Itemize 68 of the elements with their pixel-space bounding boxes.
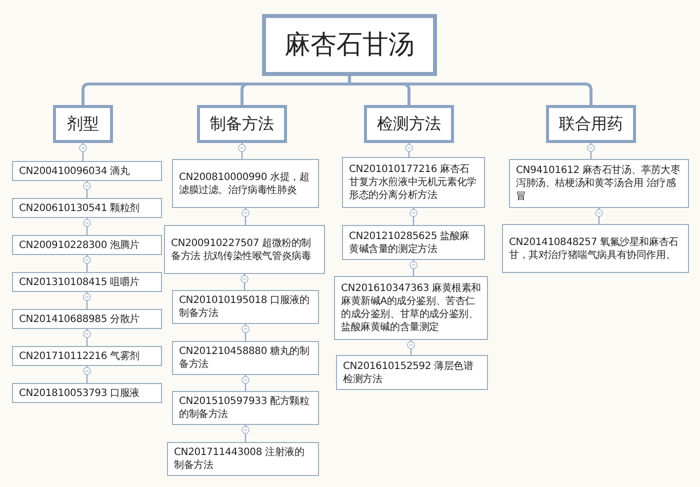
patent-box [12, 346, 162, 366]
node-text: CN200910228300 泡腾片 [19, 238, 140, 252]
node-text: 制备方法 [210, 113, 274, 135]
node-text: CN201010195018 口服液的制备方法 [179, 294, 310, 320]
connector-line [412, 260, 414, 276]
patent-box [12, 383, 162, 403]
root-topic-box [262, 14, 437, 76]
connector-line [244, 324, 246, 341]
node-text: CN201310108415 咀嚼片 [19, 276, 140, 288]
category-box [197, 105, 287, 143]
node-text: CN201810053793 口服液 [19, 386, 140, 400]
node-text: CN94101612 麻杏石甘汤、葶苈大枣泻肺汤、桔梗汤和黄芩汤合用 治疗感冒 [516, 164, 682, 203]
patent-box [12, 309, 162, 329]
connector-line [241, 143, 243, 159]
category-box [364, 105, 454, 143]
connector-line [86, 366, 88, 383]
node-text: CN200610130541 颗粒剂 [19, 202, 140, 214]
patent-box [172, 159, 319, 208]
patent-box [342, 225, 485, 260]
connector-line [86, 181, 88, 198]
node-text: CN201410848257 氧氟沙星和麻杏石甘，其对治疗猪喘气病具有协同作用。 [509, 236, 680, 262]
patent-box [336, 355, 488, 390]
patent-box [12, 272, 162, 292]
node-text: CN201010177216 麻杏石甘复方水煎液中无机元素化学形态的分离分析方法 [349, 163, 478, 202]
connector-line [86, 329, 88, 346]
connector-line [598, 208, 600, 224]
node-text: CN201410688985 分散片 [19, 312, 140, 326]
node-text: CN201610152592 薄层色谱检测方法 [343, 360, 474, 386]
connector-line [86, 255, 88, 272]
connector-line [82, 143, 84, 161]
patent-box [172, 341, 319, 375]
node-text: CN201210458880 糖丸的制备方法 [179, 345, 310, 371]
node-text: CN201610347363 麻黄根素和麻黄新碱A的成分鉴别、苦杏仁的成分鉴别、甘草的成分鉴别、盐酸麻黄碱的含量测定 [341, 282, 481, 334]
connector-line [348, 76, 592, 105]
patent-box [12, 235, 162, 255]
connector-line [590, 143, 592, 159]
connector-line [86, 218, 88, 235]
connector-line [410, 340, 412, 355]
node-text: 剂型 [67, 113, 99, 135]
category-box [53, 105, 113, 143]
connector-line [86, 292, 88, 309]
connector-line [244, 425, 246, 442]
connector-line [408, 143, 410, 157]
patent-box [12, 161, 162, 181]
node-text: CN201210285625 盐酸麻黄碱含量的测定方法 [349, 230, 470, 256]
node-text: CN200410096034 滴丸 [19, 164, 130, 178]
patent-box [12, 198, 162, 218]
node-text: CN200810000990 水提，超滤膜过滤。治疗病毒性肺炎 [179, 170, 310, 196]
patent-box [164, 225, 325, 274]
category-box [546, 105, 636, 143]
patent-box [509, 159, 689, 208]
connector-line [244, 274, 246, 290]
patent-box [172, 391, 319, 425]
patent-box [334, 276, 488, 340]
node-text: 联合用药 [559, 113, 623, 135]
node-text: CN200910227507 超微粉的制备方法 抗鸡传染性喉气管炎病毒 [171, 236, 312, 262]
patent-box [502, 224, 689, 273]
patent-box [167, 442, 319, 476]
patent-box [342, 157, 485, 208]
node-text: 麻杏石甘汤 [284, 28, 414, 62]
connector-line [244, 208, 246, 225]
node-text: 检测方法 [377, 113, 441, 135]
node-text: CN201711443008 注射液的制备方法 [174, 446, 306, 472]
connector-line [412, 208, 414, 225]
connector-line [244, 375, 246, 391]
node-text: CN201510597933 配方颗粒的制备方法 [179, 395, 310, 421]
patent-box [172, 290, 319, 324]
node-text: CN201710112216 气雾剂 [19, 350, 140, 362]
